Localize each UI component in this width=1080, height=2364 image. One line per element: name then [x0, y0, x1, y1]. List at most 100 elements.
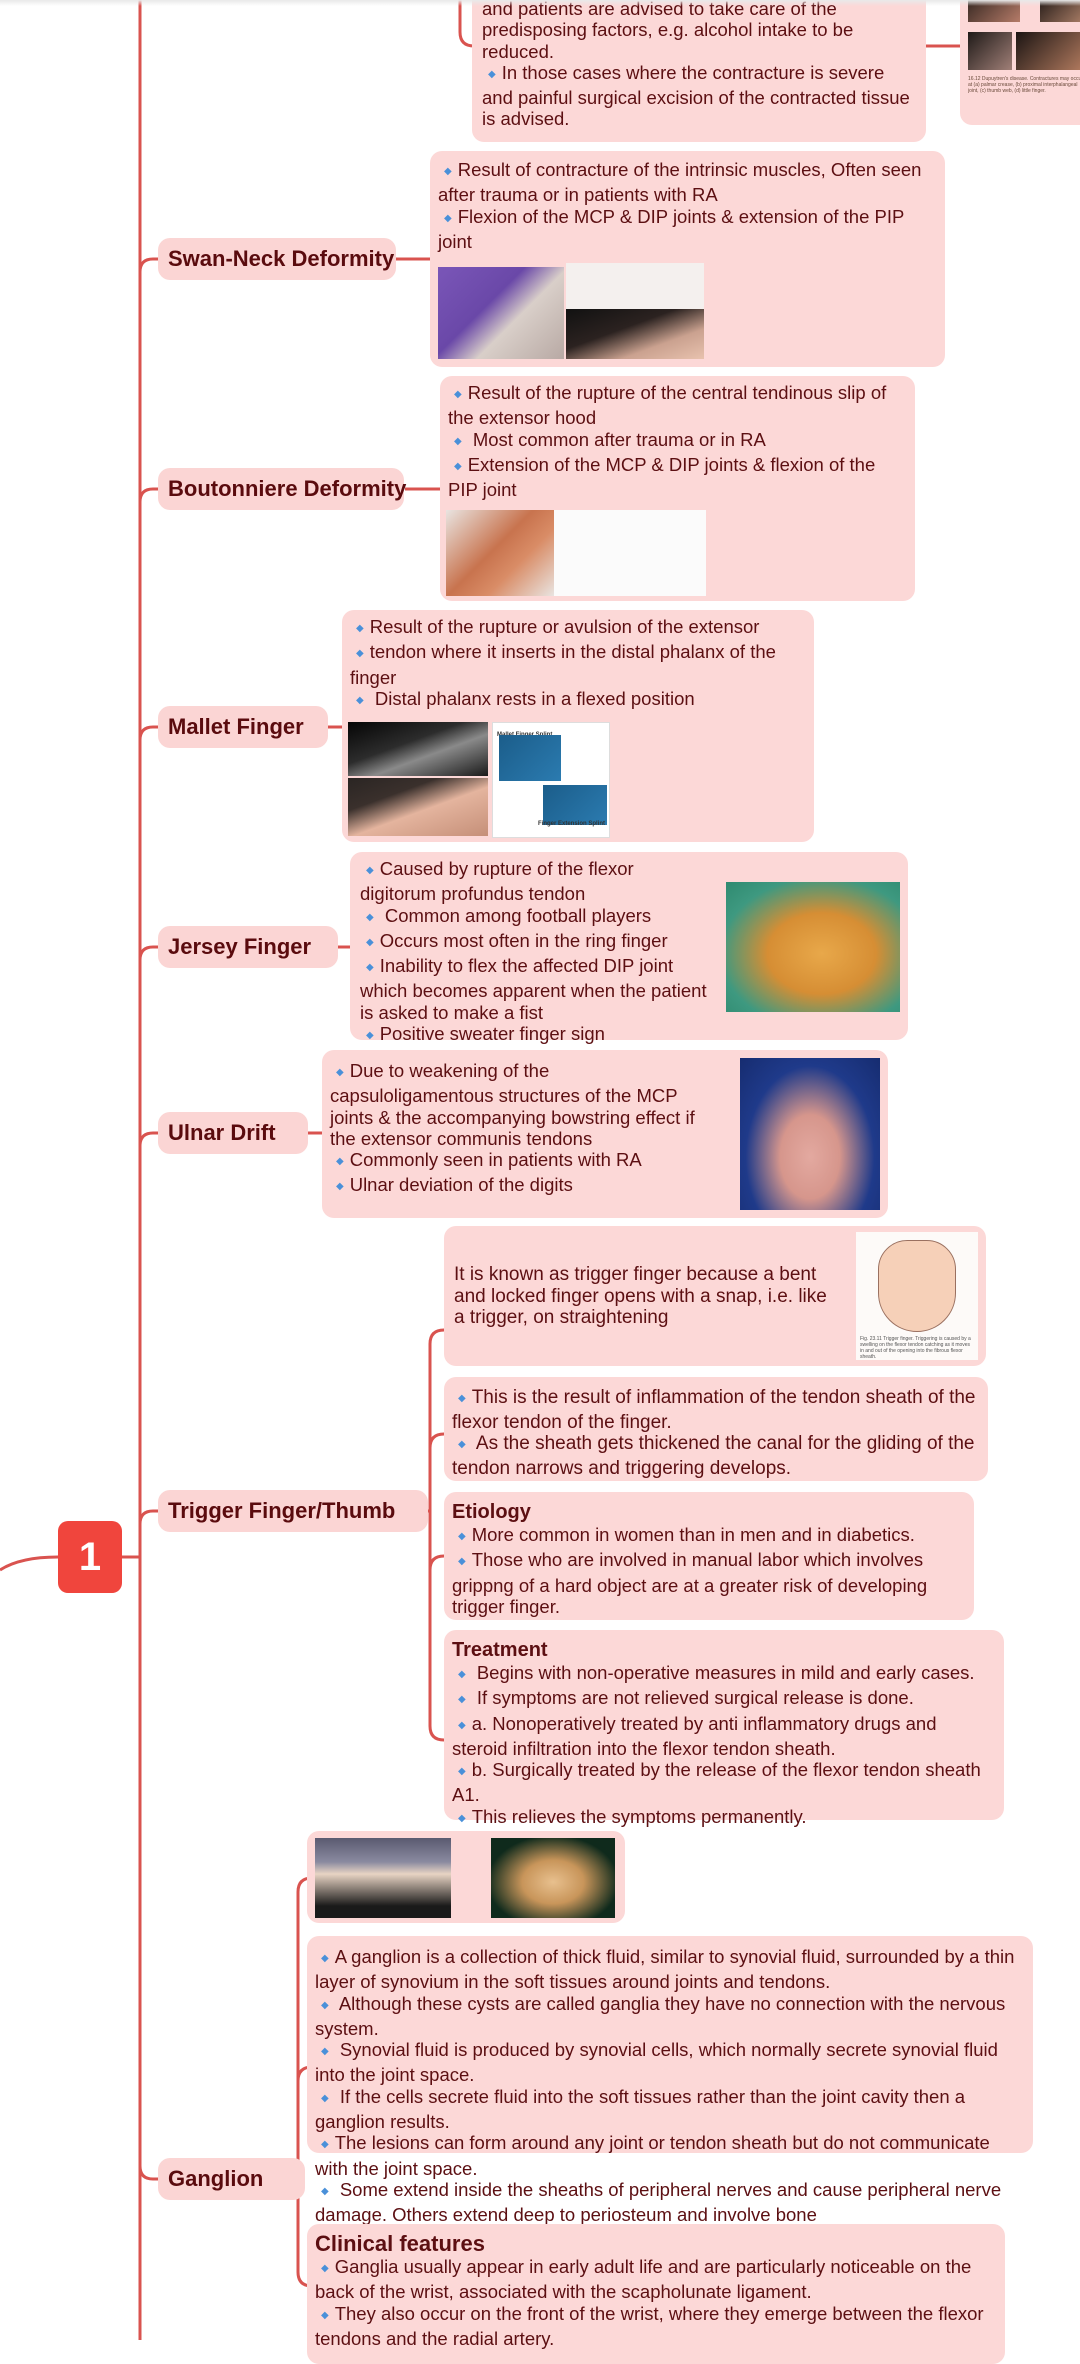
- trigger-treatment-bullet-5: This relieves the symptoms permanently.: [452, 1806, 996, 1831]
- swan-neck-finger-photo: [566, 309, 704, 359]
- dupuytren-hand-image-d: [1016, 32, 1080, 70]
- trigger-pathology-box: This is the result of inflammation of th…: [444, 1377, 988, 1481]
- trigger-treatment-heading: Treatment: [452, 1639, 548, 1661]
- trigger-treatment-box: Treatment Begins with non-operative meas…: [444, 1630, 1004, 1827]
- trigger-figure-caption: Fig. 23.11 Trigger finger. Triggering is…: [860, 1336, 971, 1360]
- swan-neck-photo: [438, 267, 564, 359]
- ulnar-hands-photo: [740, 1058, 880, 1210]
- ganglion-bullet-5: The lesions can form around any joint or…: [315, 2132, 1025, 2179]
- jersey-bullet-3: Occurs most often in the ring finger: [360, 930, 708, 955]
- ganglion-detail-box: A ganglion is a collection of thick flui…: [307, 1936, 1033, 2225]
- ganglion-wrist-photo-1: [315, 1838, 451, 1918]
- trigger-hand-shape: [878, 1240, 956, 1332]
- topic-label: Ulnar Drift: [168, 1120, 276, 1145]
- trigger-etiology-bullet-1: More common in women than in men and in …: [452, 1524, 966, 1549]
- dupuytren-detail-box: and patients are advised to take care of…: [472, 0, 926, 142]
- dupuytren-figure-box: 16.12 Dupuytren's disease. Contractures …: [960, 0, 1080, 125]
- mallet-bullet-1: Result of the rupture or avulsion of the…: [350, 616, 806, 641]
- jersey-bullet-2: Common among football players: [360, 905, 708, 930]
- branch-jersey: [138, 945, 158, 961]
- mallet-bullet-2: tendon where it inserts in the distal ph…: [350, 641, 806, 688]
- trigger-intro-text: It is known as trigger finger because a …: [454, 1264, 827, 1328]
- mallet-photo: [348, 778, 488, 836]
- trigger-treatment-bullet-3: a. Nonoperatively treated by anti inflam…: [452, 1713, 996, 1760]
- jersey-bullet-4: Inability to flex the affected DIP joint…: [360, 955, 708, 1023]
- jersey-detail-box: Caused by rupture of the flexor digitoru…: [350, 852, 908, 1044]
- branch-swan-neck: [138, 257, 158, 273]
- ganglion-clinical-box: Clinical features Ganglia usually appear…: [307, 2224, 1005, 2364]
- ulnar-bullet-2: Commonly seen in patients with RA: [330, 1149, 712, 1174]
- ganglion-bullet-4: If the cells secrete fluid into the soft…: [315, 2086, 1025, 2133]
- branch-mallet: [138, 725, 158, 741]
- ganglion-images-box: [307, 1831, 625, 1923]
- ganglion-bullet-6: Some extend inside the sheaths of periph…: [315, 2179, 1025, 2226]
- mallet-splint-photo-2: [543, 785, 607, 825]
- mallet-splint-caption: Finger Extension Splint: [537, 820, 605, 827]
- swan-neck-bullet-1: Result of contracture of the intrinsic m…: [438, 159, 937, 206]
- topic-label: Jersey Finger: [168, 934, 312, 959]
- trigger-bracket-3: [428, 1554, 445, 1571]
- trigger-etiology-box: Etiology More common in women than in me…: [444, 1492, 974, 1620]
- boutonniere-bullet-1: Result of the rupture of the central ten…: [448, 382, 907, 429]
- trigger-intro-box: It is known as trigger finger because a …: [444, 1226, 986, 1366]
- topic-label: Boutonniere Deformity: [168, 476, 407, 501]
- topic-trigger-finger[interactable]: Trigger Finger/Thumb: [158, 1490, 428, 1532]
- ulnar-bullet-3: Ulnar deviation of the digits: [330, 1174, 712, 1199]
- mallet-detail-box: Result of the rupture or avulsion of the…: [342, 610, 814, 842]
- top-edge-shadow: [0, 0, 1080, 6]
- mallet-xray: [348, 722, 488, 776]
- topic-label: Trigger Finger/Thumb: [168, 1498, 396, 1523]
- trigger-etiology-bullet-2: Those who are involved in manual labor w…: [452, 1549, 966, 1617]
- dupuytren-figure-caption: 16.12 Dupuytren's disease. Contractures …: [968, 76, 1080, 94]
- dupuytren-continued-text: and patients are advised to take care of…: [482, 0, 854, 62]
- boutonniere-detail-box: Result of the rupture of the central ten…: [440, 376, 915, 601]
- swan-neck-bullet-2: Flexion of the MCP & DIP joints & extens…: [438, 206, 937, 253]
- mallet-splint-photo-1: [499, 735, 561, 781]
- branch-ulnar: [138, 1131, 158, 1147]
- ganglion-bullet-3: Synovial fluid is produced by synovial c…: [315, 2039, 1025, 2086]
- ganglion-clinical-heading: Clinical features: [315, 2231, 485, 2256]
- topic-ulnar-drift[interactable]: Ulnar Drift: [158, 1112, 308, 1154]
- topic-mallet-finger[interactable]: Mallet Finger: [158, 706, 328, 748]
- ganglion-clinical-bullet-1: Ganglia usually appear in early adult li…: [315, 2256, 997, 2303]
- ulnar-detail-box: Due to weakening of the capsuloligamento…: [322, 1050, 888, 1218]
- trigger-treatment-bullet-2: If symptoms are not relieved surgical re…: [452, 1687, 996, 1712]
- topic-boutonniere[interactable]: Boutonniere Deformity: [158, 468, 407, 510]
- swan-neck-detail-box: Result of contracture of the intrinsic m…: [430, 151, 945, 367]
- ganglion-wrist-photo-2: [491, 1838, 615, 1918]
- trigger-bracket: [428, 1328, 445, 1742]
- topic-swan-neck[interactable]: Swan-Neck Deformity: [158, 238, 396, 280]
- mallet-bullet-3: Distal phalanx rests in a flexed positio…: [350, 688, 806, 713]
- boutonniere-bullet-3: Extension of the MCP & DIP joints & flex…: [448, 454, 907, 501]
- mallet-splint-figure: Mallet Finger Splint Finger Extension Sp…: [492, 722, 610, 838]
- topic-label: Mallet Finger: [168, 714, 304, 739]
- topic-ganglion[interactable]: Ganglion: [158, 2158, 305, 2200]
- ganglion-bracket: [296, 1876, 313, 2288]
- boutonniere-bullet-2: Most common after trauma or in RA: [448, 429, 907, 454]
- topic-label: Ganglion: [168, 2166, 264, 2191]
- dupuytren-bullet: In those cases where the contracture is …: [482, 62, 916, 130]
- dupuytren-hand-image-c: [968, 32, 1012, 70]
- branch-trigger: [138, 1509, 158, 1525]
- jersey-bullet-5: Positive sweater finger sign: [360, 1023, 708, 1048]
- root-label: 1: [78, 1534, 102, 1579]
- topic-label: Swan-Neck Deformity: [168, 246, 395, 271]
- boutonniere-diagram: [554, 510, 706, 596]
- trigger-treatment-bullet-4: b. Surgically treated by the release of …: [452, 1759, 996, 1806]
- ganglion-bullet-2: Although these cysts are called ganglia …: [315, 1993, 1025, 2040]
- trigger-bracket-2: [428, 1432, 445, 1449]
- boutonniere-illustration: [446, 510, 554, 596]
- root-node[interactable]: 1: [58, 1521, 122, 1593]
- trigger-treatment-bullet-1: Begins with non-operative measures in mi…: [452, 1662, 996, 1687]
- jersey-bullet-1: Caused by rupture of the flexor digitoru…: [360, 858, 708, 905]
- trigger-pathology-bullet-1: This is the result of inflammation of th…: [452, 1387, 980, 1433]
- branch-boutonniere: [138, 487, 158, 503]
- swan-neck-diagram: [566, 263, 704, 310]
- trigger-pathology-bullet-2: As the sheath gets thickened the canal f…: [452, 1433, 980, 1479]
- topic-jersey-finger[interactable]: Jersey Finger: [158, 926, 338, 968]
- ulnar-bullet-1: Due to weakening of the capsuloligamento…: [330, 1060, 712, 1149]
- ganglion-clinical-bullet-2: They also occur on the front of the wris…: [315, 2303, 997, 2350]
- jersey-hand-photo: [726, 882, 900, 1012]
- trigger-etiology-heading: Etiology: [452, 1501, 531, 1523]
- ganglion-bullet-1: A ganglion is a collection of thick flui…: [315, 1946, 1025, 1993]
